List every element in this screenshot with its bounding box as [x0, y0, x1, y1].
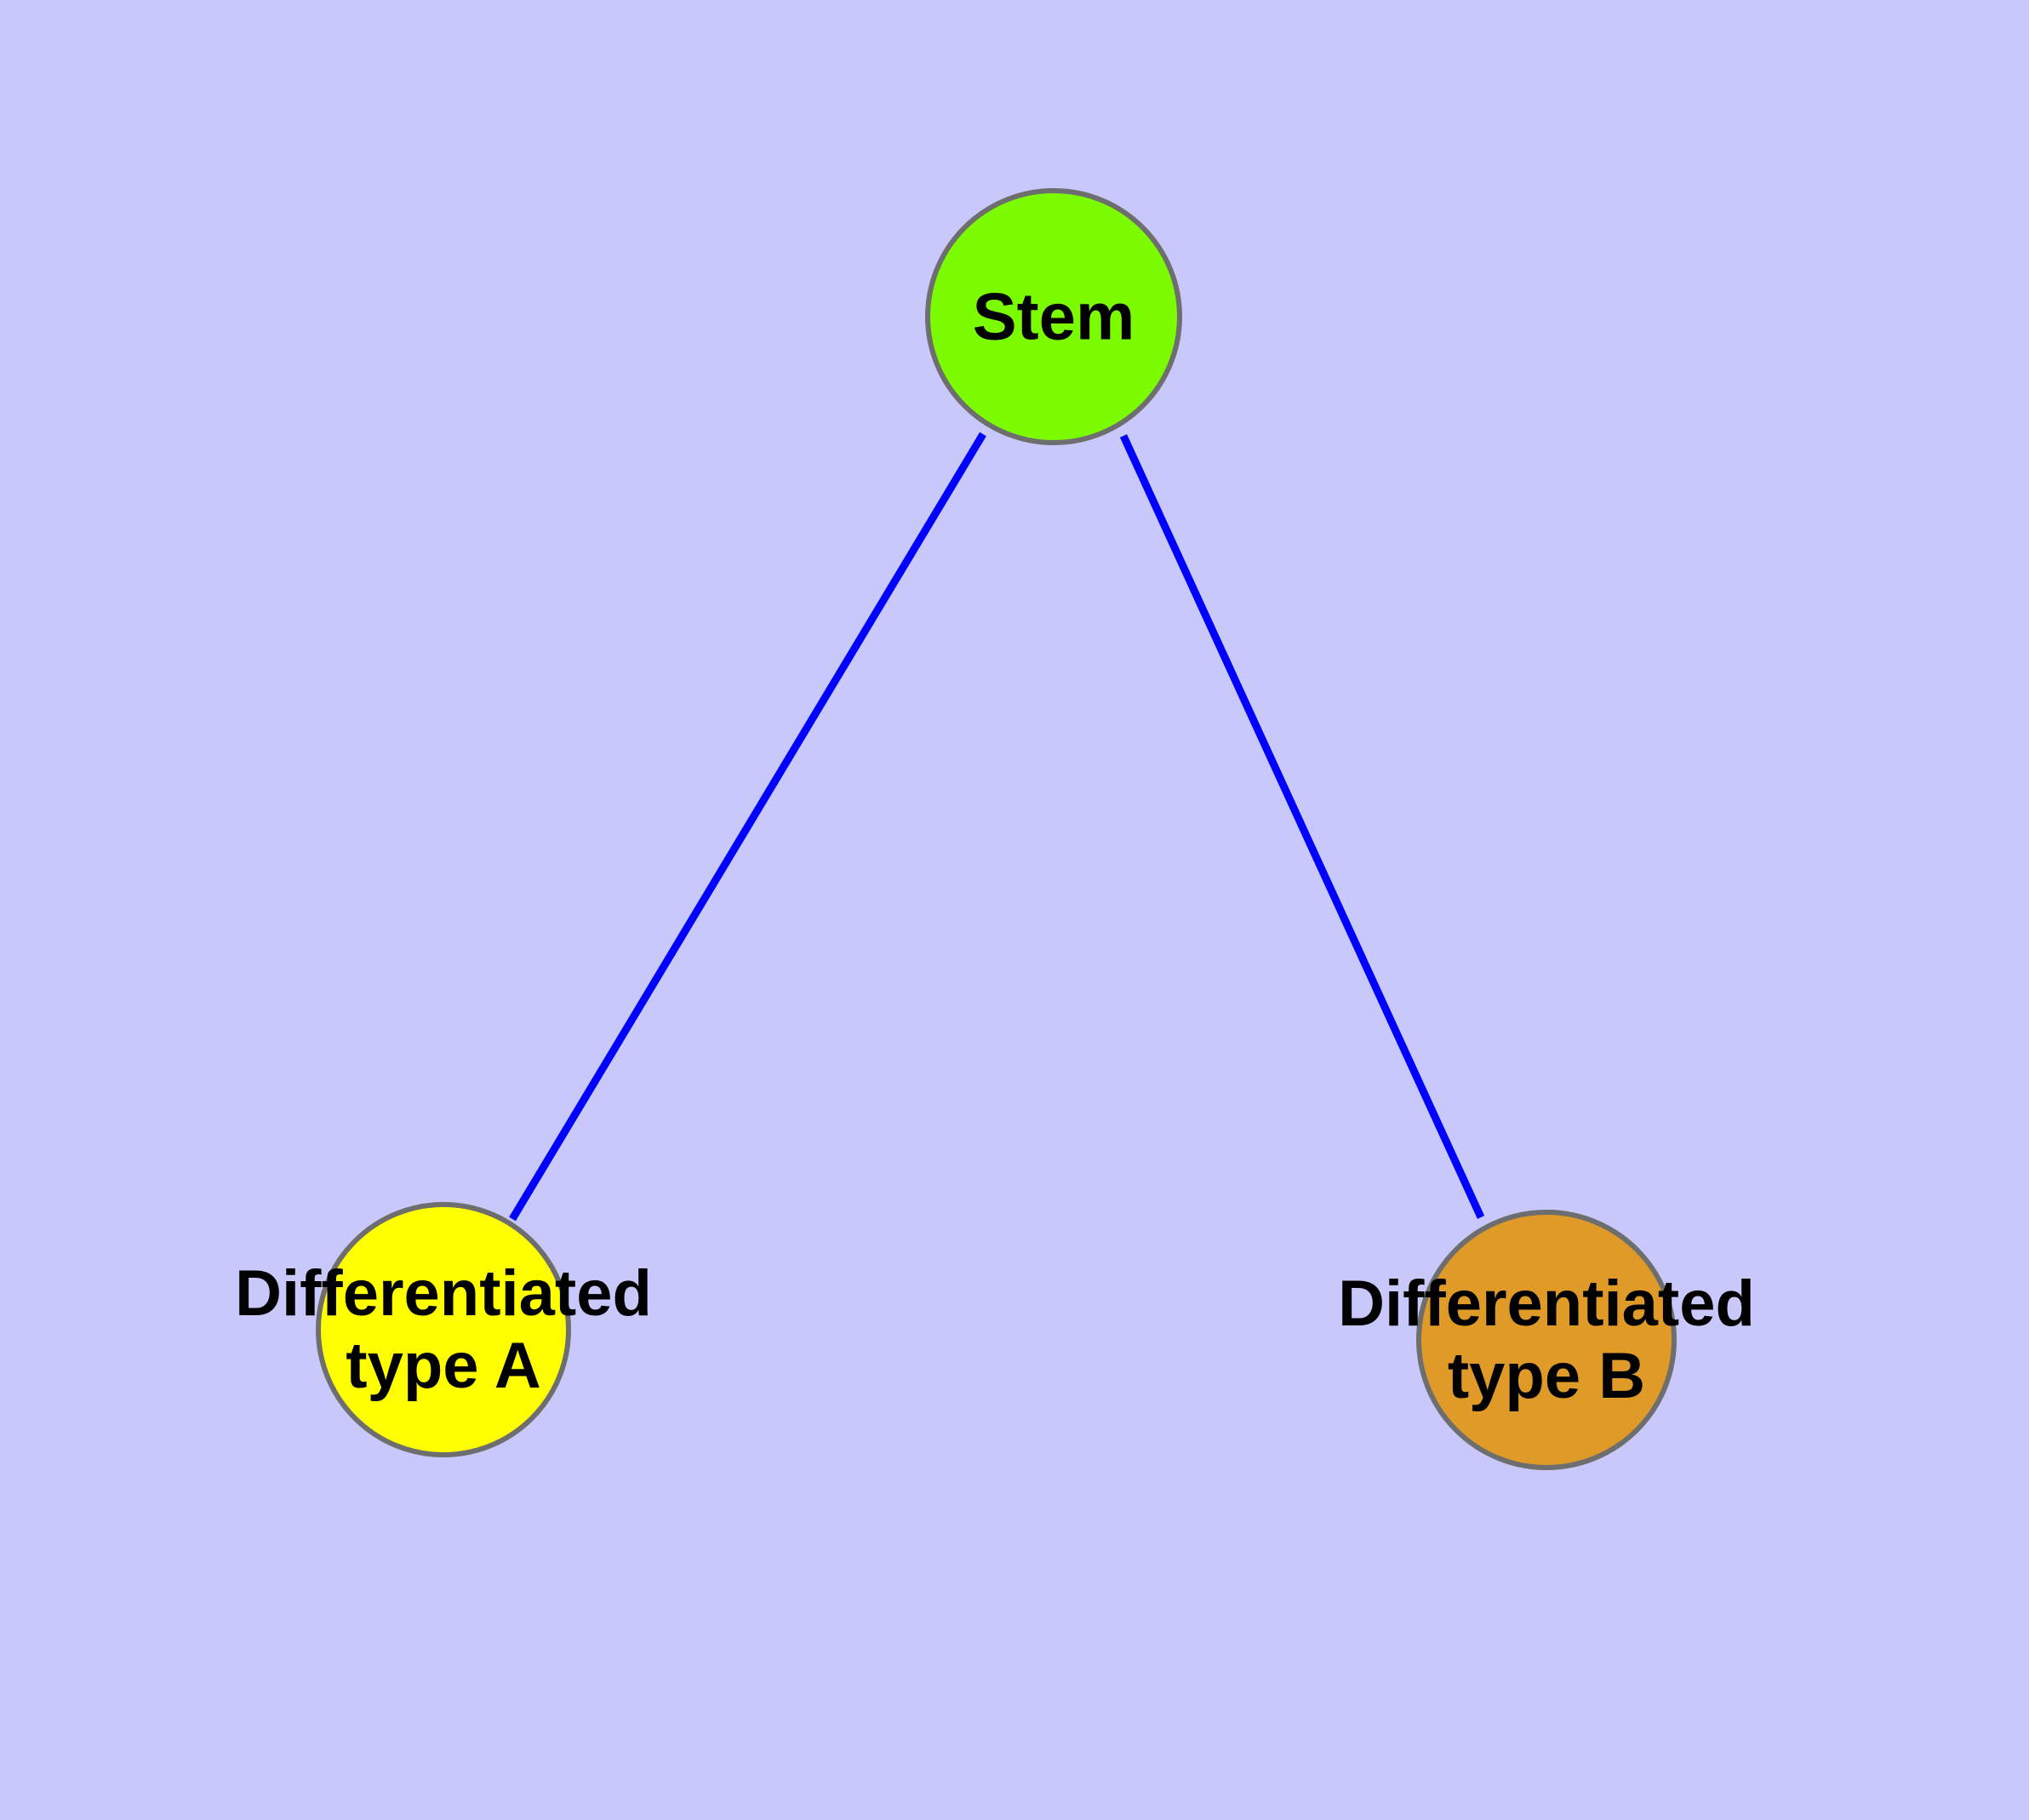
node-layer	[316, 188, 1677, 1470]
edge-stem-to-diff-a	[509, 432, 986, 1222]
node-stem-circle[interactable]	[925, 188, 1182, 445]
edge-stem-to-diff-b	[1119, 434, 1485, 1219]
edge-layer	[509, 432, 1485, 1222]
node-diff-b-circle[interactable]	[1416, 1210, 1677, 1470]
node-diff-a-circle[interactable]	[316, 1202, 571, 1457]
